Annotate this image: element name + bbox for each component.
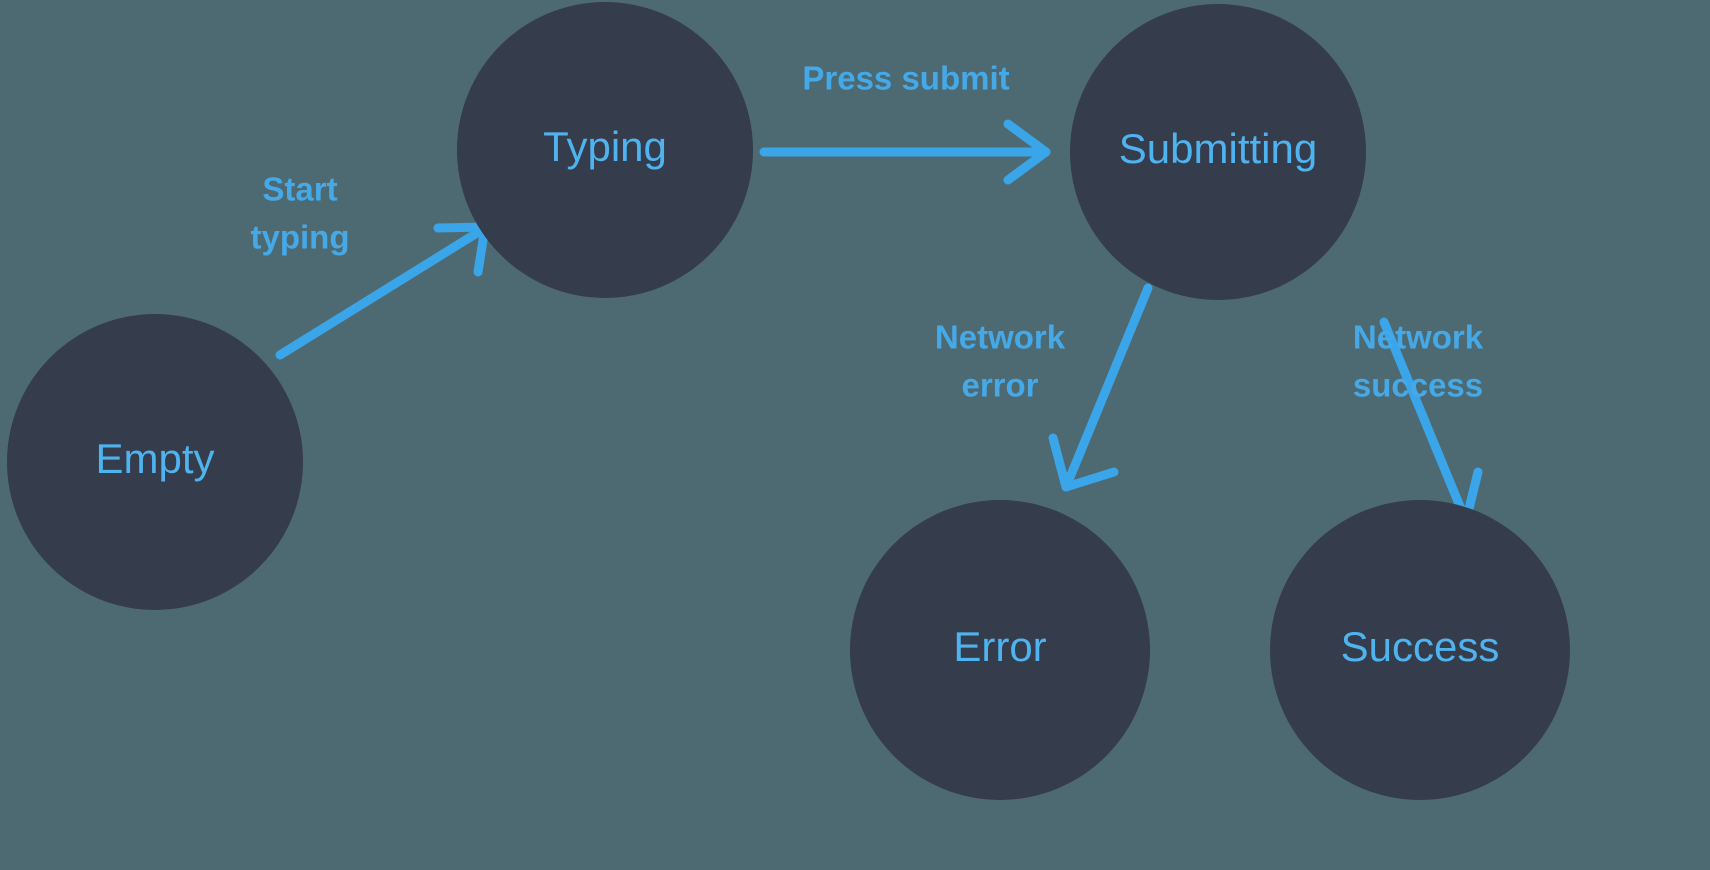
edge-label-network-success: Network [1353,319,1484,356]
state-node-empty[interactable]: Empty [7,314,303,610]
state-circle-submitting[interactable] [1070,4,1366,300]
state-label-empty: Empty [95,435,214,482]
edge-label-start-typing: typing [251,219,350,256]
state-circle-typing[interactable] [457,2,753,298]
edge-label-network-error: error [961,367,1038,404]
state-node-submitting[interactable]: Submitting [1070,4,1366,300]
edge-label-network-success: success [1353,367,1483,404]
state-label-error: Error [953,623,1046,670]
edge-label-press-submit: Press submit [802,60,1009,97]
state-circle-error[interactable] [850,500,1150,800]
state-label-success: Success [1341,623,1500,670]
edge-press-submit [759,119,1051,185]
edge-line-network-error [1061,283,1153,492]
edges-layer [275,119,1483,526]
arrowhead-icon-network-error [1048,433,1119,492]
state-node-success[interactable]: Success [1270,500,1570,800]
state-node-typing[interactable]: Typing [457,2,753,298]
state-node-error[interactable]: Error [850,500,1150,800]
state-label-submitting: Submitting [1119,125,1317,172]
arrowhead-icon-press-submit [1003,119,1051,185]
edge-line-start-typing [275,223,490,360]
state-label-typing: Typing [543,123,667,170]
state-circle-empty[interactable] [7,314,303,610]
edge-label-start-typing: Start [262,171,337,208]
edge-network-error [1048,283,1153,492]
edge-label-network-error: Network [935,319,1066,356]
edge-line-network-success [1379,317,1471,526]
state-circle-success[interactable] [1270,500,1570,800]
